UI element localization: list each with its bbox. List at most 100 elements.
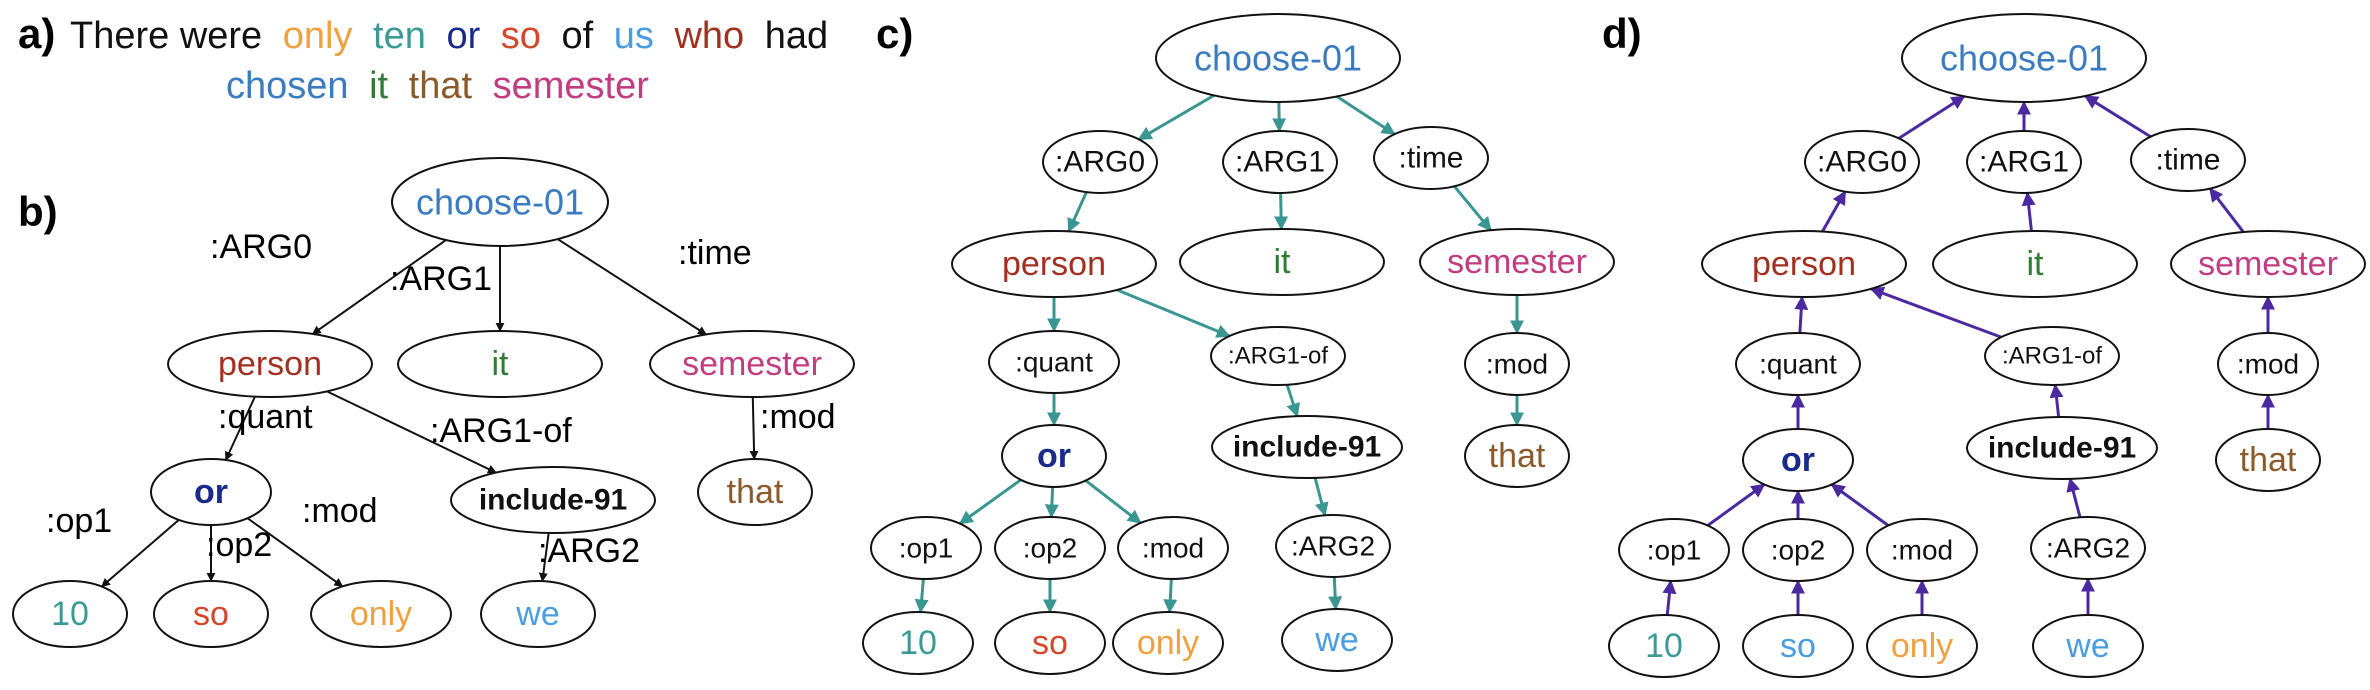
graph-edge: [1794, 295, 1809, 334]
node-ellipse: [397, 330, 603, 398]
node-ellipse: [1742, 518, 1854, 582]
node-person: person: [167, 330, 373, 398]
graph-edge: [1084, 479, 1142, 525]
node-choose: choose-01: [391, 157, 609, 247]
node-choose: choose-01: [1155, 13, 1401, 103]
node-ellipse: [153, 580, 269, 648]
node-quant: :quant: [1735, 332, 1861, 396]
node-ellipse: [1608, 614, 1720, 678]
node-so: so: [994, 611, 1106, 675]
node-op1: :op1: [1618, 518, 1730, 582]
node-label: choose-01: [416, 182, 584, 223]
graph-edge: [749, 396, 759, 460]
node-ellipse: [150, 458, 272, 526]
node-ellipse: [988, 330, 1120, 394]
node-ellipse: [1419, 228, 1615, 296]
node-label: :mod: [2237, 349, 2299, 380]
node-ellipse: [1042, 130, 1158, 194]
node-label: :op2: [1023, 533, 1078, 564]
node-time: :time: [2130, 128, 2246, 192]
node-label: :mod: [1142, 533, 1204, 564]
graph-edge: [101, 519, 180, 588]
sentence-word: who: [673, 15, 744, 57]
node-ellipse: [1866, 518, 1978, 582]
node-label: it: [1274, 243, 1292, 281]
node-it: it: [397, 330, 603, 398]
graph-edge: [1285, 384, 1301, 418]
node-person: person: [1701, 230, 1907, 298]
edge-label: :op2: [206, 526, 272, 564]
node-ellipse: [480, 580, 596, 648]
node-ellipse: [1966, 416, 2158, 480]
node-mod2: :mod: [1866, 518, 1978, 582]
node-ellipse: [1117, 516, 1229, 580]
node-include: include-91: [450, 466, 656, 534]
node-label: it: [492, 345, 510, 383]
node-arg1of: :ARG1-of: [1984, 326, 2120, 386]
node-ellipse: [1901, 13, 2147, 103]
node-or: or: [1742, 428, 1854, 492]
graph-edge: [1898, 95, 1966, 140]
node-label: only: [1891, 627, 1953, 665]
graph-edge: [557, 238, 707, 336]
node-ellipse: [1866, 614, 1978, 678]
node-arg1of: :ARG1-of: [1210, 326, 1346, 386]
node-label: so: [1780, 627, 1816, 665]
node-op2: :op2: [994, 516, 1106, 580]
node-ellipse: [1464, 332, 1570, 396]
graph-edge: [1137, 94, 1215, 141]
node-arg2: :ARG2: [1275, 514, 1391, 578]
node-label: we: [1314, 621, 1358, 659]
node-label: semester: [1447, 243, 1587, 281]
node-ellipse: [1701, 230, 1907, 298]
node-label: that: [727, 473, 784, 511]
sentence-word: that: [409, 65, 473, 107]
graph-edge: [1662, 579, 1677, 616]
graph-edge: [1336, 95, 1396, 136]
node-label: :ARG1-of: [2002, 343, 2102, 370]
edge-label: :ARG1: [390, 260, 492, 298]
node-label: :quant: [1015, 347, 1093, 378]
graph-edge: [914, 578, 929, 614]
node-label: person: [1002, 245, 1106, 283]
graph-edge: [2066, 477, 2082, 518]
node-label: :quant: [1759, 349, 1837, 380]
node-label: person: [1752, 245, 1856, 283]
node-label: :mod: [1486, 349, 1548, 380]
node-arg1: :ARG1: [1966, 130, 2082, 194]
node-label: we: [2065, 627, 2109, 665]
node-ellipse: [2130, 128, 2246, 192]
node-ellipse: [2215, 428, 2321, 492]
graph-edge: [1272, 101, 1287, 133]
node-quant: :quant: [988, 330, 1120, 394]
panel-label-d: d): [1602, 10, 1642, 57]
edge-label: :time: [678, 234, 752, 272]
graph-edge: [2208, 187, 2245, 233]
node-ellipse: [862, 611, 974, 675]
sentence-line-1: There were only ten or so of us who had: [70, 15, 828, 57]
node-mod: :mod: [2217, 332, 2319, 396]
node-label: :ARG0: [1055, 146, 1145, 179]
node-we: we: [1281, 608, 1393, 672]
sentence-word: ten: [373, 15, 426, 57]
node-ten: 10: [1608, 614, 1720, 678]
node-ellipse: [697, 458, 813, 526]
node-time: :time: [1373, 126, 1489, 190]
node-semester: semester: [649, 330, 855, 398]
node-ellipse: [1211, 415, 1403, 479]
node-label: semester: [2198, 245, 2338, 283]
node-ellipse: [450, 466, 656, 534]
node-ellipse: [12, 580, 128, 648]
node-label: include-91: [1988, 432, 2136, 465]
node-ellipse: [2030, 516, 2146, 580]
node-that: that: [697, 458, 813, 526]
node-ellipse: [310, 580, 452, 648]
node-ellipse: [391, 157, 609, 247]
graph-edge: [2021, 191, 2036, 232]
node-that: that: [1464, 424, 1570, 488]
node-we: we: [2032, 614, 2144, 678]
node-ellipse: [1373, 126, 1489, 190]
node-ellipse: [870, 516, 982, 580]
sentence-word: us: [614, 15, 654, 57]
node-ellipse: [1155, 13, 1401, 103]
